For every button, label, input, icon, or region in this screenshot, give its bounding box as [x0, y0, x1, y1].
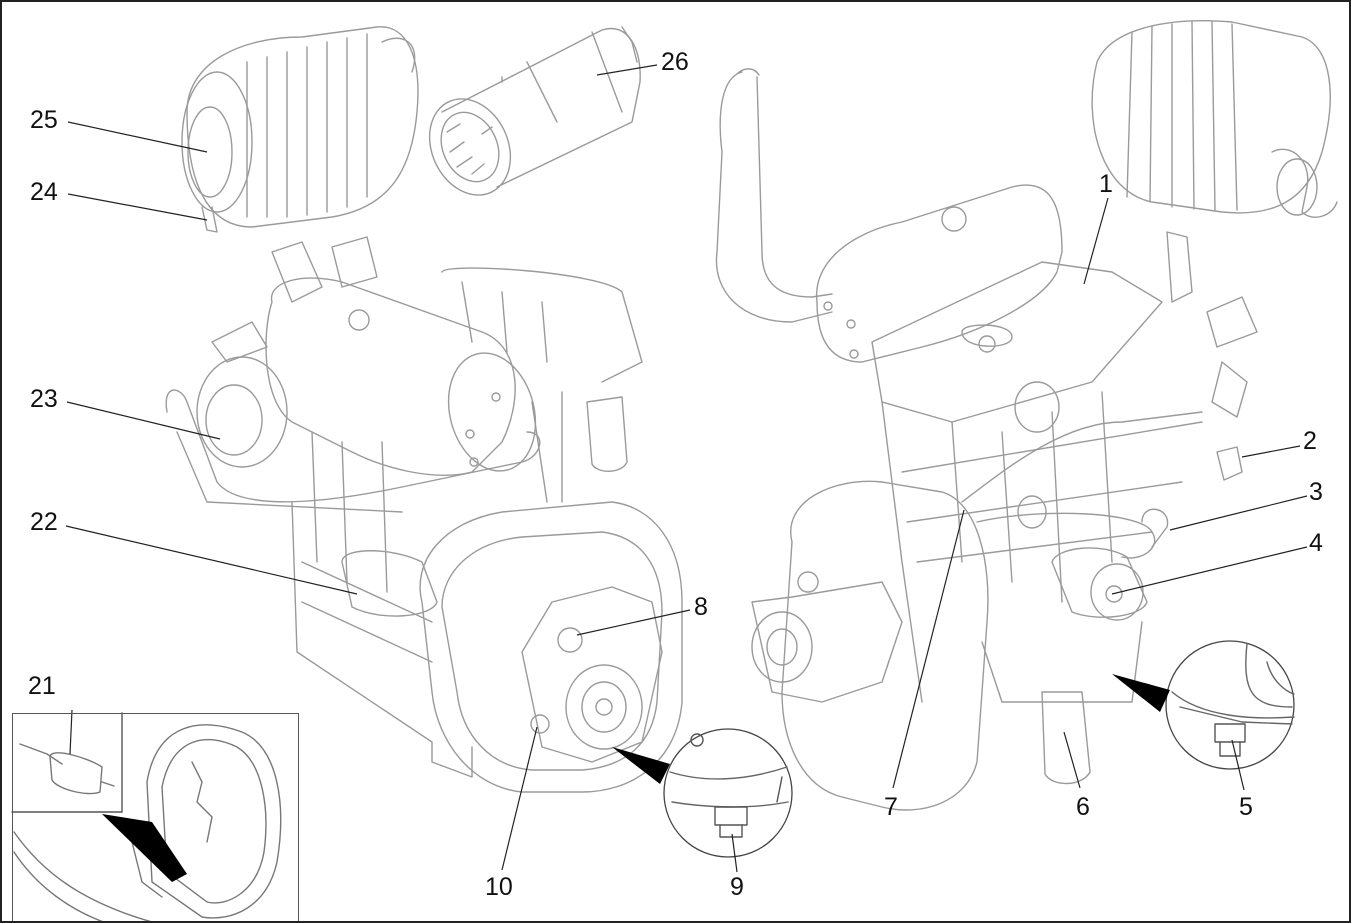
callout-26: 26 — [661, 48, 689, 76]
inline-fuel-filter-inset — [11, 712, 282, 921]
callout-25: 25 — [30, 106, 58, 134]
callout-24: 24 — [30, 178, 58, 206]
fuel-filter-cartridge-icon — [428, 26, 641, 196]
callout-22: 22 — [30, 508, 58, 536]
pointer-to-detail-9 — [612, 747, 670, 784]
callout-7: 7 — [884, 793, 898, 821]
callout-3: 3 — [1309, 478, 1323, 506]
air-filter-right-icon — [1091, 20, 1338, 218]
drain-plug-detail-9 — [663, 728, 793, 858]
callout-23: 23 — [30, 385, 58, 413]
drain-plug-detail-5 — [1165, 640, 1295, 770]
air-filter-left-icon — [181, 26, 419, 233]
engine-right-view — [715, 68, 1258, 811]
leader-lines — [65, 64, 1308, 873]
callout-5: 5 — [1239, 793, 1253, 821]
detail-pointers — [102, 674, 1170, 882]
callout-1: 1 — [1099, 170, 1113, 198]
callout-9: 9 — [730, 873, 744, 901]
callout-4: 4 — [1309, 529, 1323, 557]
callout-2: 2 — [1303, 427, 1317, 455]
callout-10: 10 — [485, 873, 513, 901]
pointer-to-inset-21 — [102, 814, 187, 882]
engine-left-view — [165, 236, 683, 793]
callout-6: 6 — [1076, 793, 1090, 821]
pointer-to-detail-5 — [1112, 674, 1170, 712]
callout-8: 8 — [694, 593, 708, 621]
callout-21: 21 — [28, 672, 56, 700]
inset-frame — [12, 713, 299, 921]
